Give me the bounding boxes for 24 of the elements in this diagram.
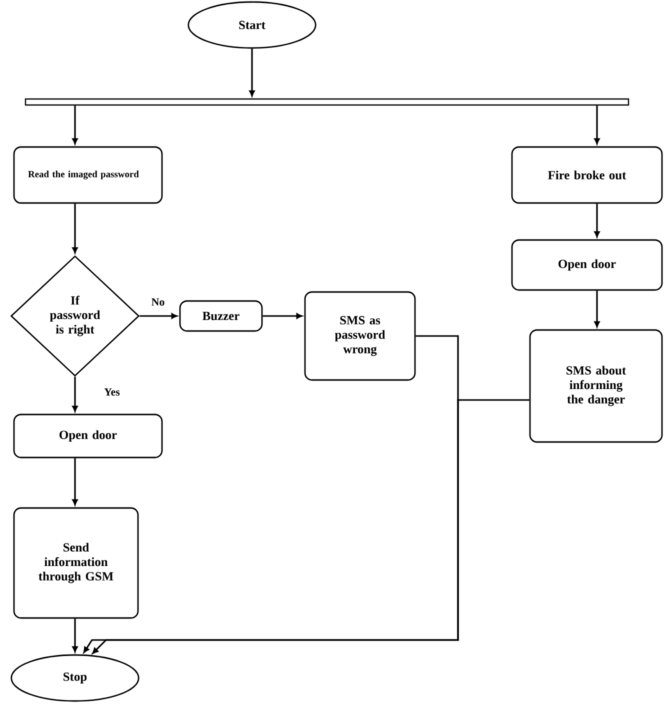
arrow (140, 313, 178, 319)
arrow (594, 106, 600, 144)
process-box: Buzzer (179, 300, 263, 332)
arrow (92, 399, 530, 654)
process-box: Read the imaged password (13, 146, 163, 204)
split-bar (24, 98, 630, 106)
arrow (249, 48, 255, 96)
arrow (83, 335, 459, 653)
arrow (594, 204, 600, 238)
process-box: SMS about informing the danger (529, 329, 663, 443)
arrow (72, 618, 78, 652)
arrow (72, 376, 78, 412)
edge-label: No (150, 297, 166, 307)
edge-label: Yes (103, 387, 121, 397)
arrow (72, 106, 78, 144)
arrow (594, 290, 600, 328)
process-box: SMS as password wrong (304, 291, 416, 381)
arrow (72, 204, 78, 254)
process-box: Send information through GSM (13, 507, 139, 619)
process-box: Open door (511, 239, 663, 291)
arrow (262, 313, 302, 319)
arrow (72, 458, 78, 506)
process-box: Fire broke out (511, 146, 663, 204)
process-box: Open door (13, 414, 163, 458)
